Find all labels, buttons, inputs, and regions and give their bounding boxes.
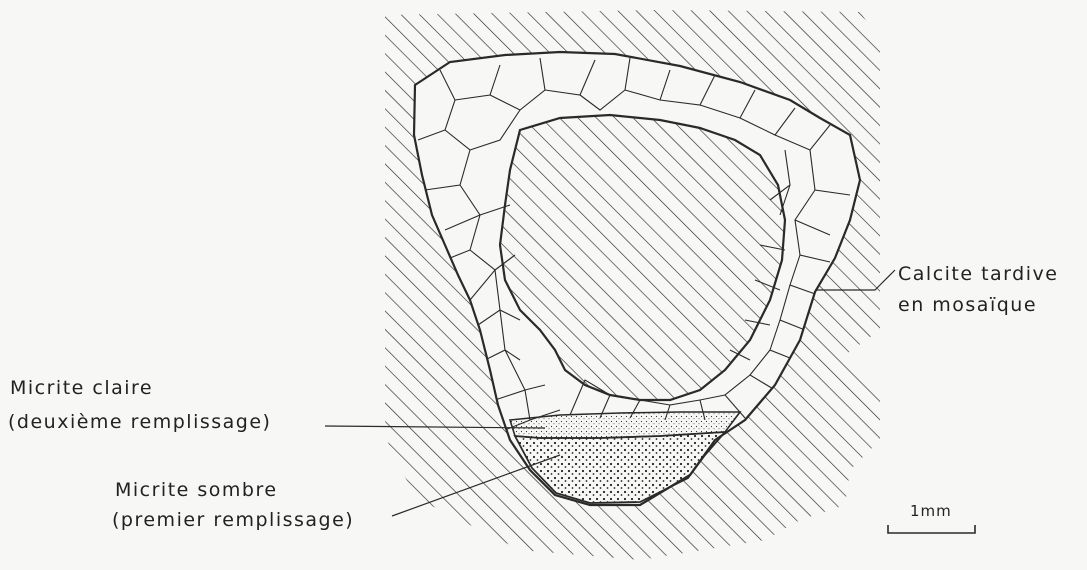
scale-bar — [888, 525, 975, 533]
label-calcite-line2: en mosaïque — [898, 293, 1037, 317]
scale-label: 1mm — [910, 502, 952, 520]
label-calcite-line1: Calcite tardive — [898, 262, 1058, 286]
label-micrite-sombre-line1: Micrite sombre — [115, 478, 278, 502]
label-micrite-sombre-line2: (premier remplissage) — [112, 508, 354, 532]
label-micrite-claire-line2: (deuxième remplissage) — [8, 410, 271, 434]
label-micrite-claire-line1: Micrite claire — [10, 376, 153, 400]
